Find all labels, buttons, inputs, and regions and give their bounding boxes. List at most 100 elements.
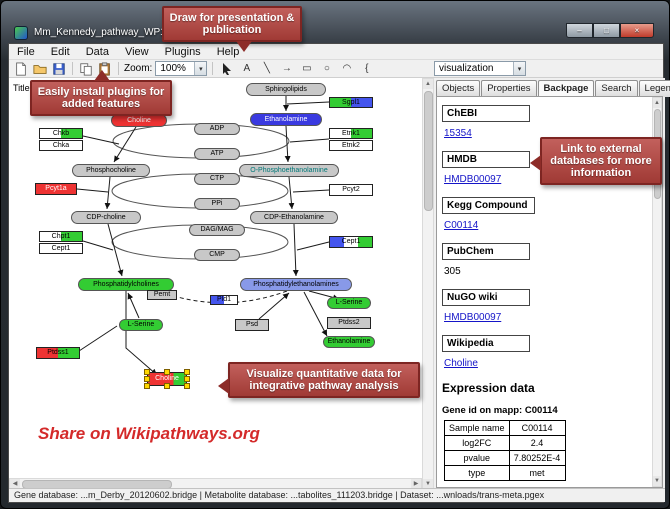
expression-cell: Sample name bbox=[444, 420, 510, 436]
menu-edit[interactable]: Edit bbox=[50, 45, 70, 58]
selection-handle[interactable] bbox=[144, 376, 150, 382]
arc-tool-button[interactable]: ◠ bbox=[342, 63, 352, 74]
pathway-node-l-serine[interactable]: L-Serine bbox=[119, 319, 163, 331]
pathway-node-sphingolipids[interactable]: Sphingolipids bbox=[246, 82, 326, 96]
zoom-select[interactable]: 100% ▾ bbox=[155, 61, 208, 76]
menu-data[interactable]: Data bbox=[85, 45, 109, 58]
pathway-node-cept1[interactable]: Cept1 bbox=[329, 236, 373, 248]
table-row: pvalue 7.80252E-4 bbox=[444, 450, 566, 466]
line-tool-button[interactable]: ╲ bbox=[263, 63, 270, 74]
pathway-node-l-serine[interactable]: L-Serine bbox=[327, 297, 371, 309]
close-button[interactable]: × bbox=[620, 23, 654, 38]
pathway-node-psd[interactable]: Psd bbox=[235, 319, 269, 331]
save-button[interactable] bbox=[51, 61, 67, 76]
pathway-node-ethanolamine[interactable]: Ethanolamine bbox=[323, 336, 375, 348]
visualization-select[interactable]: visualization ▾ bbox=[434, 61, 526, 76]
pathway-node-cdp-ethanolamine[interactable]: CDP-Ethanolamine bbox=[250, 210, 338, 224]
pathway-node-sgpl1[interactable]: Sgpl1 bbox=[329, 96, 373, 108]
selection-handle[interactable] bbox=[164, 369, 170, 375]
scroll-up-icon[interactable]: ▲ bbox=[653, 98, 661, 108]
menu-plugins[interactable]: Plugins bbox=[164, 45, 201, 58]
selection-handle[interactable] bbox=[184, 383, 190, 389]
callout-draw-presentation: Draw for presentation & publication bbox=[162, 6, 302, 52]
client-area: File Edit Data View Plugins Help Zoom: 1… bbox=[8, 43, 670, 503]
hmdb-link[interactable]: HMDB00097 bbox=[444, 174, 502, 185]
scroll-right-icon[interactable]: ▶ bbox=[411, 479, 421, 489]
chevron-down-icon: ▾ bbox=[194, 62, 207, 75]
expression-data-title: Expression data bbox=[442, 381, 535, 395]
pathway-node-cdp-choline[interactable]: CDP-choline bbox=[71, 210, 141, 224]
pathway-node-etnk2[interactable]: Etnk2 bbox=[329, 139, 373, 151]
tab-backpage[interactable]: Backpage bbox=[537, 80, 595, 97]
pathway-node-ptdss2[interactable]: Ptdss2 bbox=[327, 317, 371, 329]
selection-handle[interactable] bbox=[184, 376, 190, 382]
pathway-node-chpt1[interactable]: Chpt1 bbox=[39, 230, 83, 242]
pathway-node-cept1[interactable]: Cept1 bbox=[39, 242, 83, 254]
pathway-node-o-phosphoethanolamine[interactable]: O-Phosphoethanolamine bbox=[239, 163, 339, 177]
callout-text: Link to external databases for more info… bbox=[550, 143, 652, 179]
scroll-up-icon[interactable]: ▲ bbox=[423, 79, 433, 89]
tab-objects[interactable]: Objects bbox=[436, 80, 481, 97]
pathway-node-atp[interactable]: ATP bbox=[194, 148, 240, 160]
scroll-left-icon[interactable]: ◀ bbox=[10, 479, 20, 489]
menu-file[interactable]: File bbox=[17, 45, 35, 58]
scroll-down-icon[interactable]: ▼ bbox=[423, 479, 433, 489]
pathway-node-chkb[interactable]: Chkb bbox=[39, 127, 83, 139]
canvas-vertical-scrollbar[interactable]: ▲ ▼ bbox=[422, 78, 434, 490]
pathway-node-phosphatidylcholines[interactable]: Phosphatidylcholines bbox=[78, 277, 174, 291]
pathway-node-ppi[interactable]: PPi bbox=[194, 198, 240, 210]
scrollbar-thumb[interactable] bbox=[424, 91, 433, 211]
selection-handle[interactable] bbox=[164, 383, 170, 389]
oval-tool-button[interactable]: ○ bbox=[323, 63, 330, 74]
minimize-button[interactable]: – bbox=[566, 23, 593, 38]
brace-tool-button[interactable]: { bbox=[365, 63, 369, 74]
chebi-link[interactable]: 15354 bbox=[444, 128, 472, 139]
pathway-node-pemt[interactable]: Pemt bbox=[147, 290, 177, 300]
pathway-node-pcyt2[interactable]: Pcyt2 bbox=[329, 184, 373, 196]
chevron-down-icon: ▾ bbox=[513, 62, 525, 75]
selection-handle[interactable] bbox=[144, 369, 150, 375]
selection-tool-button[interactable] bbox=[218, 61, 235, 76]
scroll-down-icon[interactable]: ▼ bbox=[653, 476, 661, 486]
menu-help[interactable]: Help bbox=[216, 45, 240, 58]
tab-search[interactable]: Search bbox=[595, 80, 638, 97]
pathway-node-dag-mag[interactable]: DAG/MAG bbox=[189, 224, 245, 236]
arrow-tool-button[interactable]: → bbox=[281, 63, 292, 74]
pathway-node-chka[interactable]: Chka bbox=[39, 139, 83, 151]
pathway-node-etnk1[interactable]: Etnk1 bbox=[329, 127, 373, 139]
visualization-value: visualization bbox=[439, 63, 494, 74]
expression-cell: C00114 bbox=[508, 420, 566, 436]
share-wikipathways-text: Share on Wikipathways.org bbox=[38, 424, 260, 443]
menu-view[interactable]: View bbox=[124, 45, 149, 58]
new-file-button[interactable] bbox=[13, 61, 29, 76]
pathway-node-pcyt1a[interactable]: Pcyt1a bbox=[35, 183, 77, 195]
pathway-node-phosphatidylethanolamines[interactable]: Phosphatidylethanolamines bbox=[240, 277, 352, 291]
callout-arrow-icon bbox=[530, 155, 541, 171]
selection-handle[interactable] bbox=[184, 369, 190, 375]
open-folder-button[interactable] bbox=[32, 61, 48, 76]
titlebar[interactable]: Mm_Kennedy_pathway_WP1771_45176.gpml – □… bbox=[8, 1, 664, 43]
table-row: Sample name C00114 bbox=[444, 420, 566, 436]
maximize-button[interactable]: □ bbox=[593, 23, 620, 38]
tab-properties[interactable]: Properties bbox=[481, 80, 537, 97]
tab-legend[interactable]: Legend bbox=[638, 80, 670, 97]
expression-cell: pvalue bbox=[444, 450, 510, 466]
rectangle-tool-button[interactable]: ▭ bbox=[302, 63, 312, 74]
label-tool-button[interactable]: A bbox=[243, 63, 251, 74]
pathway-node-ethanolamine[interactable]: Ethanolamine bbox=[250, 112, 322, 126]
callout-external-databases: Link to external databases for more info… bbox=[530, 137, 662, 185]
selection-handle[interactable] bbox=[144, 383, 150, 389]
pathway-node-ptdss1[interactable]: Ptdss1 bbox=[36, 347, 80, 359]
pathway-node-phosphocholine[interactable]: Phosphocholine bbox=[72, 163, 150, 177]
pathway-node-cmp[interactable]: CMP bbox=[194, 249, 240, 261]
pathway-node-ctp[interactable]: CTP bbox=[194, 173, 240, 185]
pathway-node-adp[interactable]: ADP bbox=[194, 123, 240, 135]
window-title: Mm_Kennedy_pathway_WP1771_45176.gpml bbox=[34, 27, 241, 38]
nugo-link[interactable]: HMDB00097 bbox=[444, 312, 502, 323]
wikipedia-link[interactable]: Choline bbox=[444, 358, 478, 369]
copy-button[interactable] bbox=[78, 61, 94, 76]
kegg-link[interactable]: C00114 bbox=[444, 220, 479, 231]
pathway-node-pld1[interactable]: Pld1 bbox=[210, 295, 238, 305]
